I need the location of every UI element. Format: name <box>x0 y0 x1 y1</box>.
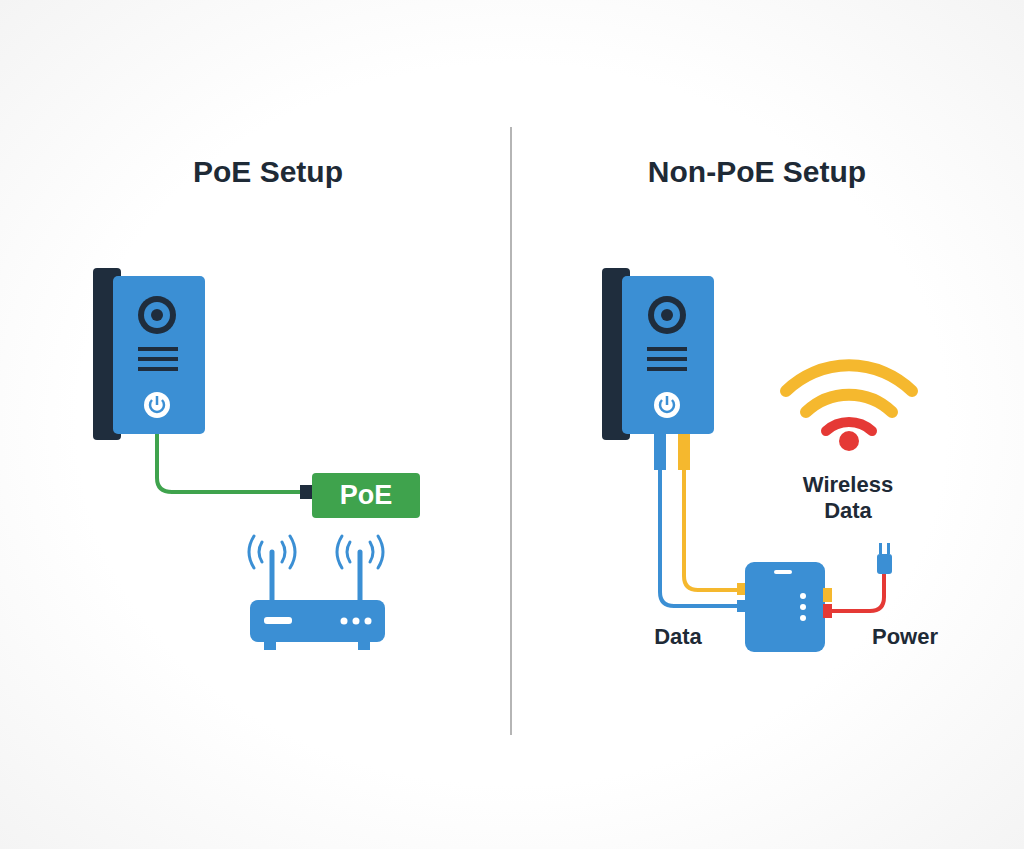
poe-injector-box: PoE <box>312 473 420 518</box>
antenna <box>358 552 363 602</box>
doorbell-device <box>93 268 205 440</box>
power-icon <box>666 396 669 405</box>
divider-line <box>510 127 512 735</box>
adapter-port <box>823 588 832 602</box>
doorbell-body <box>113 276 205 434</box>
doorbell-device <box>602 268 714 440</box>
power-adapter <box>737 562 832 652</box>
data-cable <box>684 470 742 590</box>
adapter-dot <box>800 604 806 610</box>
wifi-dot <box>839 431 859 451</box>
poe-cable <box>157 434 302 492</box>
power-icon <box>156 396 159 405</box>
antenna <box>270 552 275 602</box>
adapter-light <box>774 570 792 574</box>
speaker-slot <box>138 347 178 351</box>
cable-label: Power <box>850 624 960 650</box>
box-text: PoE <box>340 480 393 511</box>
plug-prong <box>879 543 882 554</box>
speaker-slot <box>138 357 178 361</box>
adapter-body <box>745 562 825 652</box>
router-foot <box>358 642 370 650</box>
router-dot <box>353 618 360 625</box>
router-foot <box>264 642 276 650</box>
doorbell-body <box>622 276 714 434</box>
router-dot <box>341 618 348 625</box>
panel-heading: PoE Setup <box>108 154 428 190</box>
wifi-arc <box>826 422 872 431</box>
power-cable <box>832 572 884 611</box>
power-plug <box>877 543 892 574</box>
cable-connector <box>300 485 312 499</box>
speaker-slot <box>647 367 687 371</box>
plug-prong <box>887 543 890 554</box>
data-cable <box>660 470 742 606</box>
camera-lens <box>144 302 170 328</box>
wifi-arc <box>786 365 912 391</box>
signal-waves <box>249 536 295 568</box>
adapter-dot <box>800 593 806 599</box>
camera-ring <box>138 296 176 334</box>
camera-center <box>151 309 163 321</box>
power-button <box>144 392 170 418</box>
wifi-arc <box>806 395 892 412</box>
power-button <box>654 392 680 418</box>
router-dot <box>365 618 372 625</box>
speaker-slot <box>647 357 687 361</box>
data-connector <box>654 434 666 470</box>
panel-heading: Non-PoE Setup <box>577 154 937 190</box>
adapter-dot <box>800 615 806 621</box>
wifi-symbol <box>786 365 912 451</box>
router-light <box>264 617 292 624</box>
signal-waves <box>337 536 383 568</box>
cable-label: Data <box>628 624 728 650</box>
speaker-slot <box>647 347 687 351</box>
router-body <box>250 600 385 642</box>
wireless-label: Wireless Data <box>788 472 908 525</box>
plug-body <box>877 554 892 574</box>
speaker-slot <box>138 367 178 371</box>
camera-ring <box>648 296 686 334</box>
camera-lens <box>654 302 680 328</box>
adapter-port <box>823 604 832 618</box>
camera-center <box>661 309 673 321</box>
data-connector <box>678 434 690 470</box>
router <box>249 536 385 650</box>
